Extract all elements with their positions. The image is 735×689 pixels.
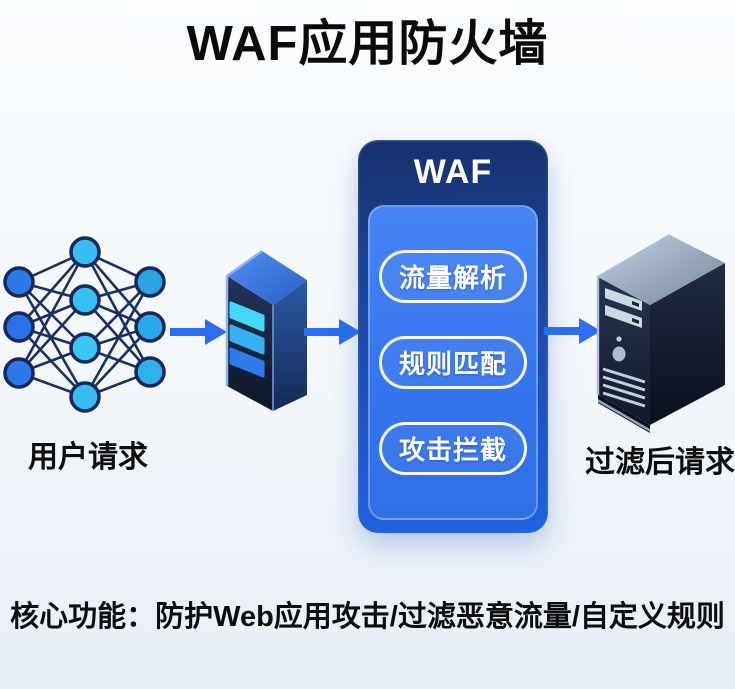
waf-feature-rule-matching: 规则匹配 — [379, 336, 527, 389]
waf-feature-list: 流量解析 规则匹配 攻击拦截 — [368, 205, 538, 520]
server-tower-icon — [596, 233, 725, 433]
waf-panel-title: WAF — [413, 153, 493, 191]
core-functions-text: 核心功能：防护Web应用攻击/过滤恶意流量/自定义规则 — [10, 601, 725, 633]
arrow-right-icon — [170, 319, 227, 345]
waf-feature-traffic-analysis: 流量解析 — [379, 250, 527, 303]
server-box-icon — [225, 249, 307, 411]
input-label: 用户请求 — [28, 441, 148, 474]
arrow-right-icon — [304, 319, 361, 345]
waf-feature-attack-blocking: 攻击拦截 — [379, 422, 527, 475]
arrow-right-icon — [544, 318, 601, 344]
page-title: WAF应用防火墙 — [186, 17, 549, 71]
neural-network-icon — [3, 236, 166, 413]
waf-panel: WAF 流量解析 规则匹配 攻击拦截 — [358, 140, 548, 533]
output-label: 过滤后请求 — [585, 446, 735, 479]
